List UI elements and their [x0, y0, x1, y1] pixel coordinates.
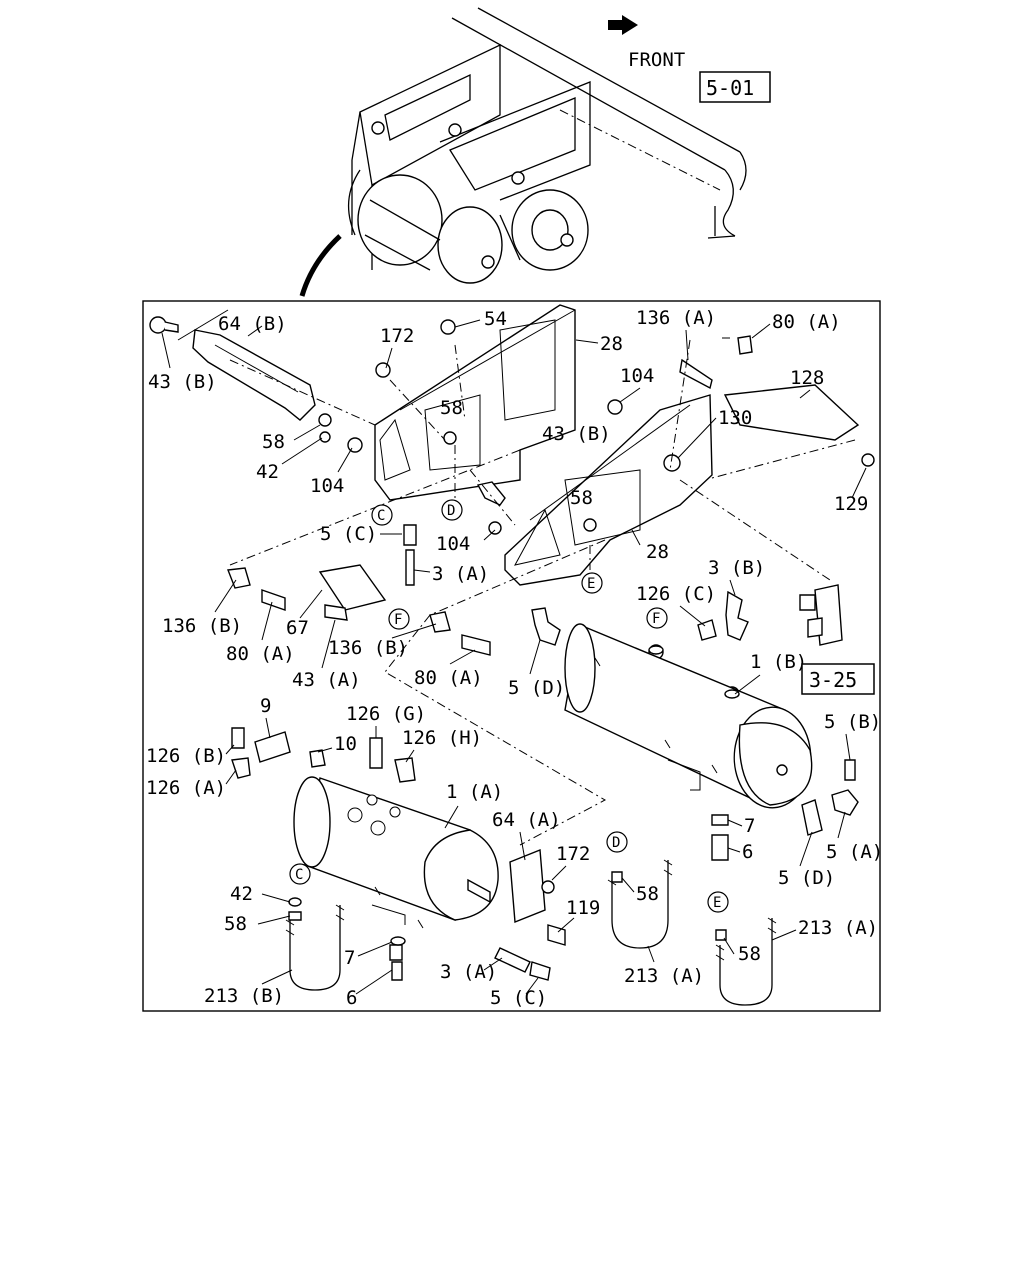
label-1b: 1 (B): [750, 651, 807, 673]
label-126c: 126 (C): [636, 583, 716, 605]
svg-text:C: C: [295, 867, 303, 883]
label-130: 130: [718, 407, 752, 429]
label-3b: 3 (B): [708, 557, 765, 579]
label-172-bot: 172: [556, 843, 590, 865]
label-213b: 213 (B): [204, 985, 284, 1007]
svg-text:F: F: [394, 612, 402, 628]
label-172-top: 172: [380, 325, 414, 347]
label-42-left: 42: [256, 461, 279, 483]
label-6-right: 6: [742, 841, 753, 863]
label-5c-bot: 5 (C): [490, 987, 547, 1009]
label-213a-mid: 213 (A): [624, 965, 704, 987]
label-5d-top: 5 (D): [508, 677, 565, 699]
label-128: 128: [790, 367, 824, 389]
front-arrow-icon: [608, 15, 638, 35]
label-28-mid: 28: [646, 541, 669, 563]
reference-5-01-label: 5-01: [706, 76, 754, 100]
label-28-top: 28: [600, 333, 623, 355]
label-126a: 126 (A): [146, 777, 226, 799]
svg-text:E: E: [713, 895, 721, 911]
svg-text:D: D: [612, 835, 620, 851]
label-58-botright: 58: [738, 943, 761, 965]
label-126g: 126 (G): [346, 703, 426, 725]
label-126b: 126 (B): [146, 745, 226, 767]
leader-lines: [161, 319, 867, 995]
detail-illustration: [149, 304, 875, 1006]
circle-marker-e1: E: [581, 572, 603, 594]
label-104-top: 104: [620, 365, 654, 387]
label-5c-top: 5 (C): [320, 523, 377, 545]
label-3a-top: 3 (A): [432, 563, 489, 585]
label-43b-top: 43 (B): [148, 371, 217, 393]
label-9: 9: [260, 695, 271, 717]
circle-marker-c2: C: [289, 863, 311, 885]
label-119: 119: [566, 897, 600, 919]
label-104-left: 104: [310, 475, 344, 497]
label-58-mid: 58: [440, 397, 463, 419]
label-58-botmid: 58: [636, 883, 659, 905]
label-64a: 64 (A): [492, 809, 561, 831]
svg-text:C: C: [377, 508, 385, 524]
label-80a-top: 80 (A): [772, 311, 841, 333]
svg-text:E: E: [587, 576, 595, 592]
reference-box-3-25[interactable]: 3-25: [801, 663, 875, 695]
label-5a: 5 (A): [826, 841, 883, 863]
label-5d-bot: 5 (D): [778, 867, 835, 889]
label-213a-right: 213 (A): [798, 917, 878, 939]
reference-3-25-label: 3-25: [809, 668, 857, 692]
label-5b: 5 (B): [824, 711, 881, 733]
label-54: 54: [484, 308, 507, 330]
label-67: 67: [286, 617, 309, 639]
circle-marker-c1: C: [371, 504, 393, 526]
label-136a: 136 (A): [636, 307, 716, 329]
callout-labels: 64 (B) 43 (B) 172 54 28 136 (A) 80 (A) 1…: [146, 307, 883, 1009]
circle-marker-e2: E: [707, 891, 729, 913]
label-64b: 64 (B): [218, 313, 287, 335]
front-label: FRONT: [628, 49, 685, 71]
label-42-bot: 42: [230, 883, 253, 905]
circle-marker-d2: D: [606, 831, 628, 853]
label-104-mid: 104: [436, 533, 470, 555]
reference-box-5-01[interactable]: 5-01: [699, 71, 771, 103]
label-58-right: 58: [570, 487, 593, 509]
circle-marker-f2: F: [646, 607, 668, 629]
svg-text:F: F: [652, 611, 660, 627]
label-3a-bot: 3 (A): [440, 961, 497, 983]
label-126h: 126 (H): [402, 727, 482, 749]
label-6-bot: 6: [346, 987, 357, 1009]
svg-text:D: D: [447, 503, 455, 519]
circle-marker-f1: F: [388, 608, 410, 630]
label-58-botleft: 58: [224, 913, 247, 935]
label-58-left: 58: [262, 431, 285, 453]
label-7-right: 7: [744, 815, 755, 837]
label-10: 10: [334, 733, 357, 755]
overview-illustration: [299, 7, 747, 297]
label-136b-left: 136 (B): [162, 615, 242, 637]
label-43a: 43 (A): [292, 669, 361, 691]
label-80a-mid: 80 (A): [414, 667, 483, 689]
detail-frame: [142, 300, 881, 1012]
label-136b-mid: 136 (B): [328, 637, 408, 659]
label-1a: 1 (A): [446, 781, 503, 803]
label-80a-left: 80 (A): [226, 643, 295, 665]
circle-marker-d1: D: [441, 499, 463, 521]
label-129: 129: [834, 493, 868, 515]
label-7-bot: 7: [344, 947, 355, 969]
label-43b-mid: 43 (B): [542, 423, 611, 445]
